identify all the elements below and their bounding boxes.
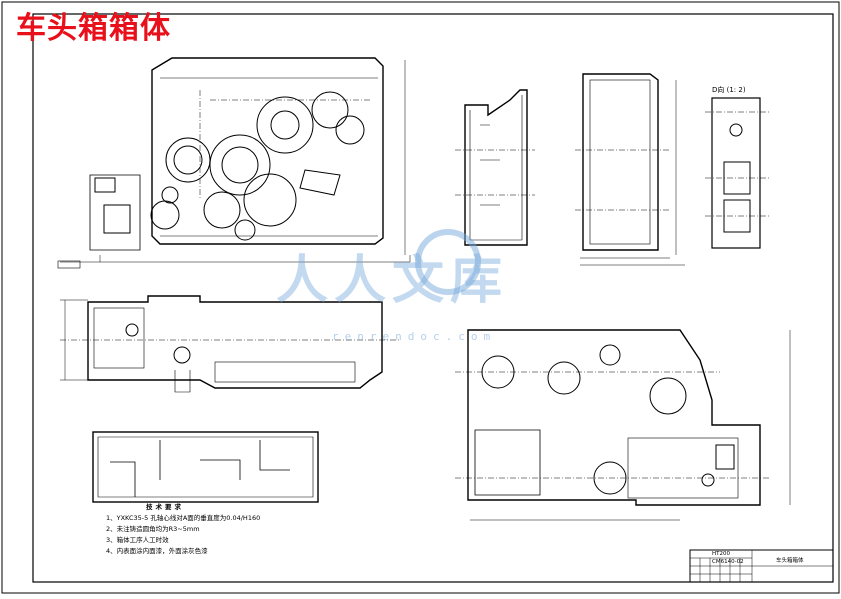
note-item: 2、未注铸造圆角均为R3~5mm	[106, 525, 200, 533]
note-item: 4、内表面涂内面漆，外面涂灰色漆	[106, 547, 208, 555]
bottom-section-view	[92, 431, 319, 503]
detail-view-d	[705, 97, 770, 249]
watermark-text: 人人文库	[276, 251, 509, 311]
title-block	[689, 549, 834, 583]
notes-heading: 技术要求	[146, 503, 184, 511]
watermark-logo	[415, 229, 481, 295]
title-block-part-name: 车头箱箱体	[776, 558, 804, 564]
drawing-title: 车头箱箱体	[16, 11, 171, 46]
detail-view-label: D向 (1: 2)	[712, 86, 746, 94]
watermark-url: renrendoc.com	[332, 330, 497, 343]
note-item: 1、YXKC35-5 孔轴心线对A面的垂直度为0.04/H160	[106, 514, 261, 522]
title-block-code: CM6140-02	[712, 559, 744, 565]
side-section-view	[455, 89, 535, 246]
technical-requirements: 技术要求 1、YXKC35-5 孔轴心线对A面的垂直度为0.04/H160 2、…	[106, 502, 260, 557]
rear-view	[455, 329, 791, 521]
top-view	[60, 295, 400, 393]
title-block-material: HT200	[712, 551, 730, 557]
inner-border	[32, 13, 834, 583]
note-item: 3、箱体工序人工时效	[106, 536, 169, 544]
front-view	[57, 57, 411, 269]
section-view-right	[575, 73, 685, 266]
